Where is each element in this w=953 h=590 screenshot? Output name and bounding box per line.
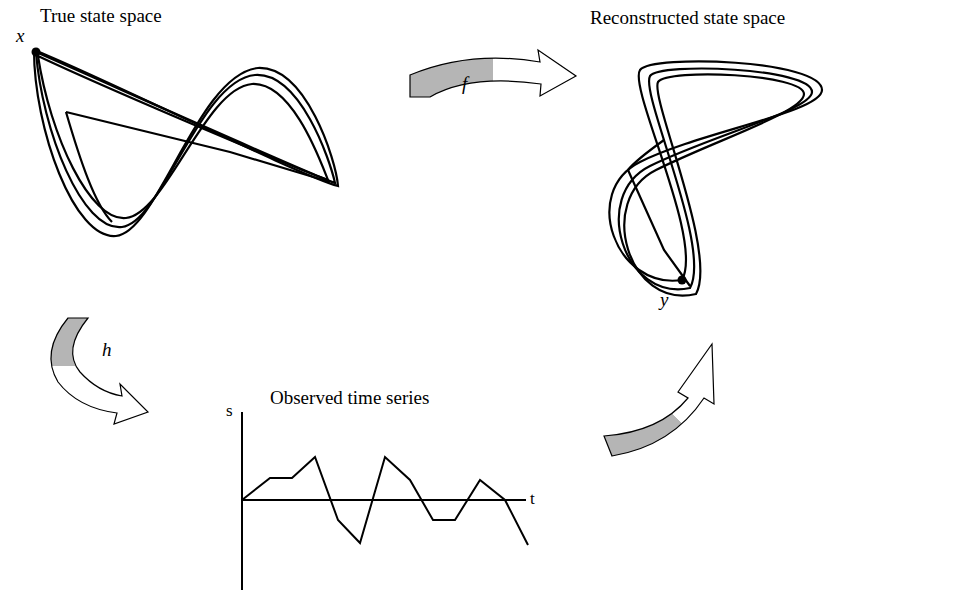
point-label: y xyxy=(660,290,668,309)
true-attractor xyxy=(34,50,338,236)
panel-title: Reconstructed state space xyxy=(590,8,785,27)
point-label: x xyxy=(16,26,24,45)
map-label: f xyxy=(462,74,467,93)
map-label: h xyxy=(102,340,112,359)
reconstructed-attractor xyxy=(609,61,822,295)
time-series-plot xyxy=(242,412,528,590)
map-arrow xyxy=(604,344,714,456)
panel-title: Observed time series xyxy=(270,388,429,407)
panel-title: True state space xyxy=(40,6,162,25)
axis-label: s xyxy=(226,402,233,419)
axis-label: t xyxy=(530,490,535,507)
state-point xyxy=(32,48,41,57)
state-point xyxy=(678,276,687,285)
map-arrow xyxy=(51,318,148,424)
map-arrow xyxy=(410,50,576,97)
